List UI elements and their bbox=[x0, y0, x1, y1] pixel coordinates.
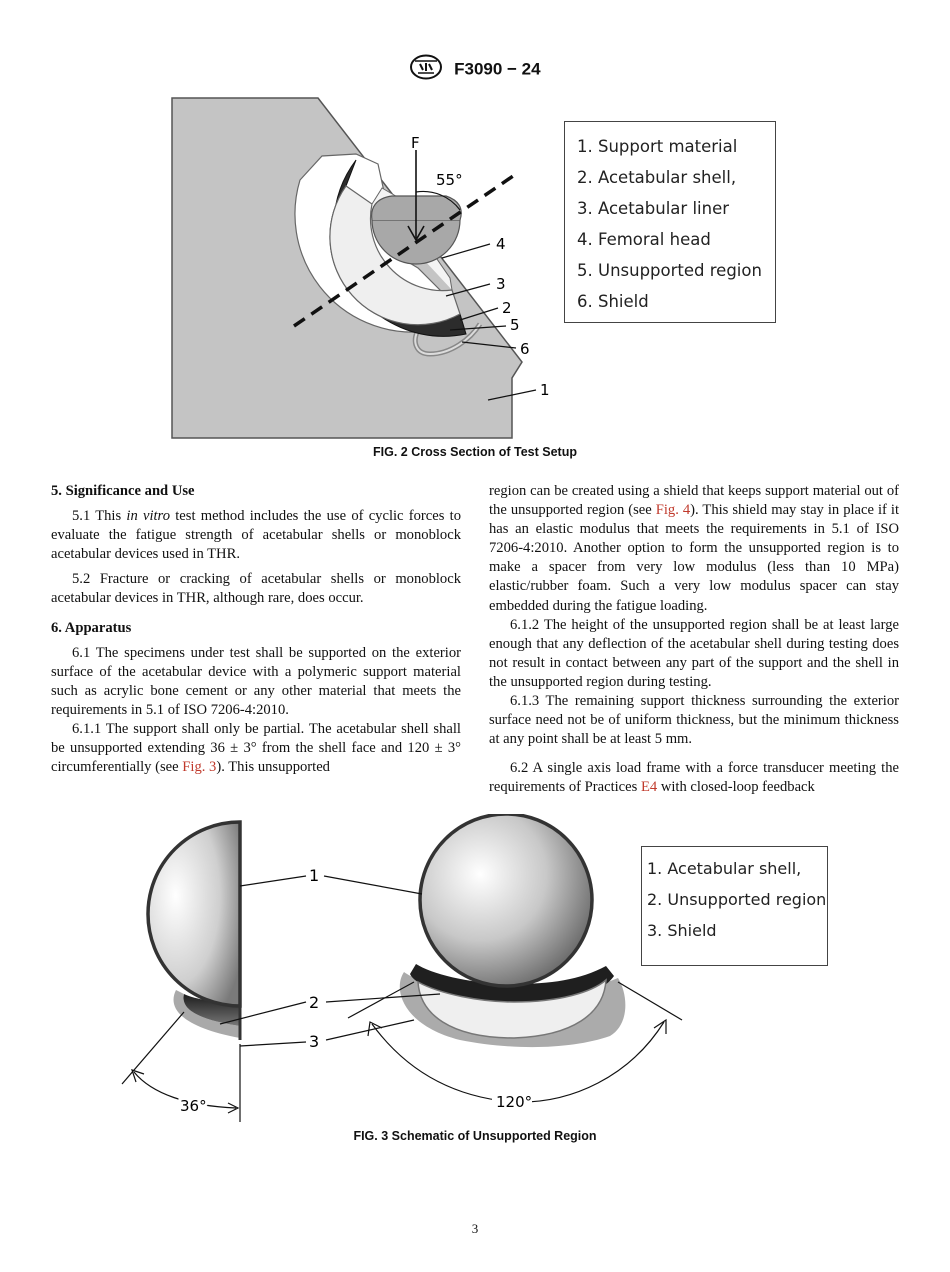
unsupported-region-left bbox=[183, 994, 240, 1026]
section-6-heading: 6. Apparatus bbox=[51, 619, 132, 636]
legend-item: 2. Unsupported region bbox=[647, 890, 827, 909]
paragraph-6-1: 6.1 The specimens under test shall be su… bbox=[51, 644, 461, 718]
legend-item: 1. Acetabular shell, bbox=[647, 859, 802, 878]
figure-3-schematic: 1 2 3 36° 36° 120° bbox=[121, 814, 683, 1122]
fig3-callout-3: 3 bbox=[309, 1032, 319, 1051]
unsupported-region-right bbox=[417, 978, 607, 1039]
paragraph-6-1-2: 6.1.2 The height of the unsupported regi… bbox=[489, 616, 899, 690]
legend-item: 2. Acetabular shell, bbox=[577, 168, 737, 187]
acetabular-shell-right bbox=[418, 814, 594, 988]
page-header: F3090 − 24 bbox=[0, 54, 950, 85]
fig-3-link[interactable]: Fig. 3 bbox=[182, 759, 217, 776]
callout-5: 5 bbox=[510, 316, 520, 334]
paragraph-6-2: 6.2 A single axis load frame with a forc… bbox=[489, 760, 899, 796]
shield-left bbox=[173, 990, 240, 1038]
astm-logo-icon bbox=[409, 54, 443, 85]
acetabular-shell-left bbox=[146, 820, 242, 1008]
document-designation: F3090 − 24 bbox=[454, 59, 541, 79]
legend-item: 5. Unsupported region bbox=[577, 261, 762, 280]
svg-text:36°: 36° bbox=[180, 1097, 207, 1115]
force-label: F bbox=[411, 134, 420, 152]
fig3-callout-1: 1 bbox=[309, 866, 319, 885]
legend-item: 3. Acetabular liner bbox=[577, 199, 730, 218]
figure-2-legend: 1. Support material 2. Acetabular shell,… bbox=[564, 121, 776, 323]
figure-2-caption: FIG. 2 Cross Section of Test Setup bbox=[373, 445, 577, 459]
angle-arc bbox=[415, 190, 461, 211]
legend-item: 1. Support material bbox=[577, 137, 738, 156]
e4-link[interactable]: E4 bbox=[640, 779, 658, 796]
left-column: 5. Significance and Use 5.1 This in vitr… bbox=[51, 482, 461, 777]
shell-face-line bbox=[293, 172, 517, 328]
legend-item: 6. Shield bbox=[577, 292, 649, 311]
legend-item: 4. Femoral head bbox=[577, 230, 711, 249]
angle-120-label: 120° bbox=[496, 1093, 532, 1111]
section-5-heading: 5. Significance and Use bbox=[51, 483, 195, 499]
callout-4: 4 bbox=[496, 235, 506, 253]
figure-3-legend: 1. Acetabular shell, 2. Unsupported regi… bbox=[641, 846, 828, 966]
callout-3: 3 bbox=[496, 275, 506, 293]
angle-36-label: 36° bbox=[180, 1097, 207, 1115]
angle-label: 55° bbox=[436, 171, 463, 189]
page-number: 3 bbox=[471, 1221, 479, 1236]
paragraph-5-2: 5.2 Fracture or cracking of acetabular s… bbox=[51, 571, 461, 607]
paragraph-6-1-3: 6.1.3 The remaining support thickness su… bbox=[489, 693, 899, 748]
figure-2-cross-section: F 55° 4 3 2 5 6 1 bbox=[171, 97, 550, 439]
fig3-callout-2: 2 bbox=[309, 993, 319, 1012]
acetabular-liner bbox=[329, 185, 461, 326]
paragraph-6-1-1: 6.1.1 The support shall only be partial.… bbox=[51, 721, 461, 776]
legend-item: 3. Shield bbox=[647, 921, 717, 940]
paragraph-6-1-1-continued: region can be created using a shield tha… bbox=[489, 483, 899, 614]
paragraph-5-1: 5.1 This in vitro test method includes t… bbox=[51, 508, 461, 563]
callout-2: 2 bbox=[502, 299, 512, 317]
callout-6: 6 bbox=[520, 340, 530, 358]
figure-3-caption: FIG. 3 Schematic of Unsupported Region bbox=[353, 1129, 597, 1143]
callout-1: 1 bbox=[540, 381, 550, 399]
right-column: region can be created using a shield tha… bbox=[489, 482, 899, 798]
fig-4-link[interactable]: Fig. 4 bbox=[655, 502, 691, 519]
